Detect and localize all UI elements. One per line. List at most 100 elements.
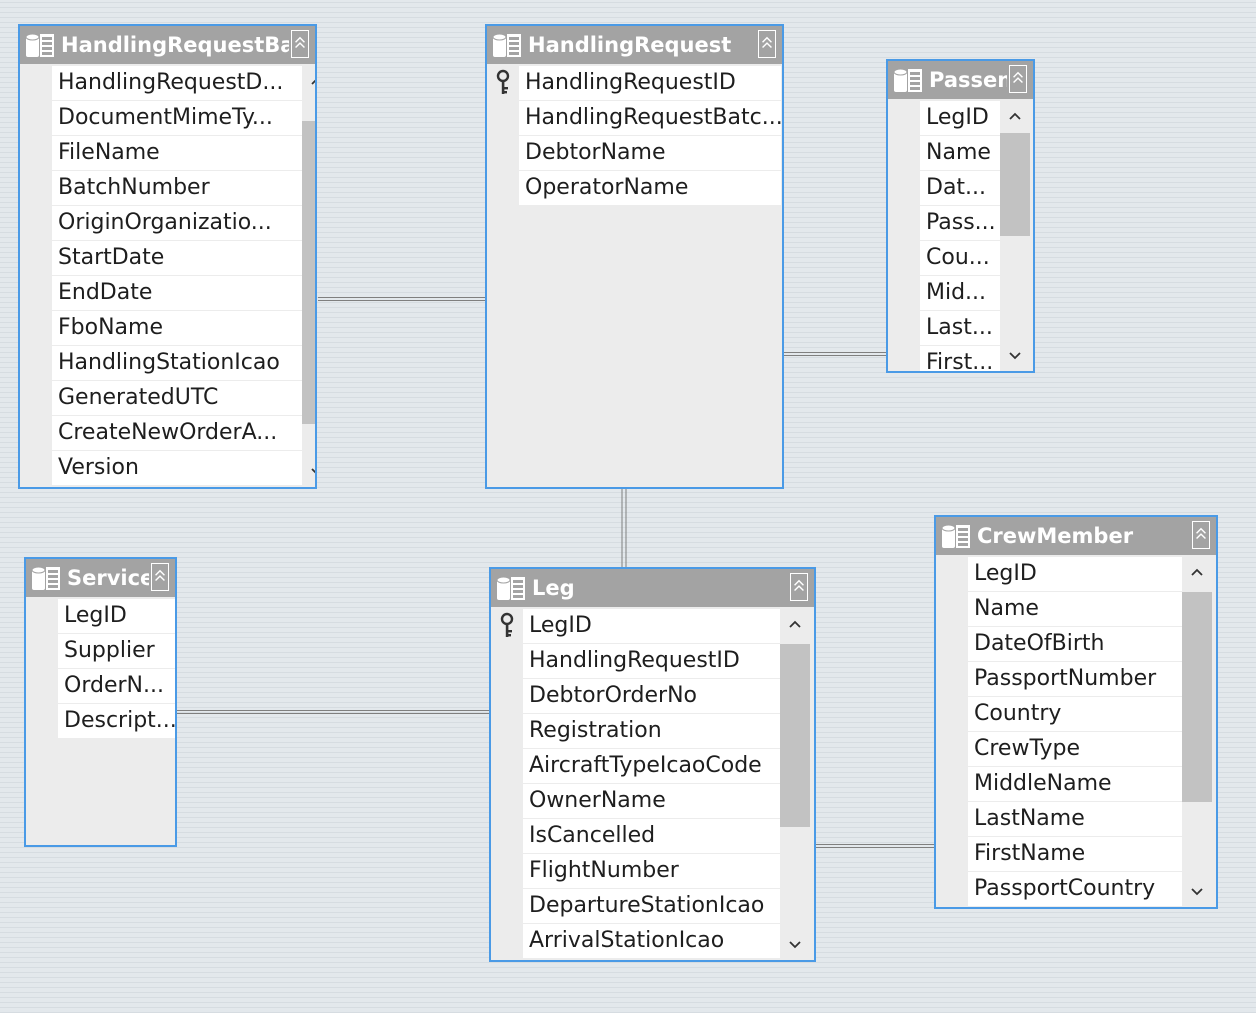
- field-row[interactable]: FirstName: [968, 837, 1182, 871]
- field-row[interactable]: Supplier: [58, 634, 175, 668]
- field-row[interactable]: LegID: [523, 609, 780, 643]
- chevron-down-icon[interactable]: [1182, 877, 1212, 907]
- table-icon: [496, 574, 526, 602]
- field-row[interactable]: DepartureStationIcao: [523, 889, 780, 923]
- relationship-line-leg-crewmember[interactable]: [816, 844, 934, 848]
- field-row[interactable]: First...: [920, 346, 1000, 371]
- field-row[interactable]: Pass...: [920, 206, 1000, 240]
- field-row[interactable]: AircraftTypeIcaoCode: [523, 749, 780, 783]
- field-row[interactable]: Last...: [920, 311, 1000, 345]
- field-row[interactable]: FlightNumber: [523, 854, 780, 888]
- chevron-down-icon[interactable]: [302, 457, 315, 487]
- field-row[interactable]: HandlingRequestID: [523, 644, 780, 678]
- field-row[interactable]: DocumentMimeTy...: [52, 101, 302, 135]
- field-row[interactable]: OriginOrganizatio...: [52, 206, 302, 240]
- chevron-up-icon[interactable]: [1182, 557, 1212, 587]
- field-row[interactable]: DateOfBirth: [968, 627, 1182, 661]
- field-row[interactable]: Name: [920, 136, 1000, 170]
- chevron-down-icon[interactable]: [780, 930, 810, 960]
- field-row[interactable]: Version: [52, 451, 302, 485]
- vertical-scrollbar[interactable]: [1182, 557, 1212, 907]
- primary-key-icon: [495, 69, 511, 97]
- scroll-thumb[interactable]: [1000, 133, 1030, 236]
- collapse-icon[interactable]: [1192, 521, 1210, 549]
- field-row[interactable]: ArrivalStationIcao: [523, 924, 780, 958]
- chevron-up-icon[interactable]: [1000, 101, 1030, 131]
- field-row[interactable]: PassportNumber: [968, 662, 1182, 696]
- collapse-icon[interactable]: [758, 30, 776, 58]
- vertical-scrollbar[interactable]: [1000, 101, 1030, 371]
- field-row[interactable]: OwnerName: [523, 784, 780, 818]
- field-row[interactable]: Name: [968, 592, 1182, 626]
- field-row[interactable]: HandlingRequestBatc...: [519, 101, 781, 135]
- relationship-line-handlingrequestba-handlingrequest[interactable]: [318, 297, 485, 301]
- collapse-icon[interactable]: [151, 563, 169, 591]
- field-row[interactable]: LegID: [920, 101, 1000, 135]
- field-row[interactable]: Mid...: [920, 276, 1000, 310]
- field-row[interactable]: LegID: [968, 557, 1182, 591]
- field-row[interactable]: FboName: [52, 311, 302, 345]
- table-title: HandlingRequest: [528, 33, 732, 57]
- vertical-scrollbar[interactable]: [302, 66, 315, 487]
- collapse-icon[interactable]: [1009, 65, 1027, 93]
- field-row[interactable]: Dat...: [920, 171, 1000, 205]
- field-row[interactable]: FileName: [52, 136, 302, 170]
- field-row[interactable]: DebtorName: [519, 136, 781, 170]
- field-row[interactable]: HandlingRequestD...: [52, 66, 302, 100]
- field-list: HandlingRequestD...DocumentMimeTy...File…: [52, 66, 302, 486]
- field-row[interactable]: Registration: [523, 714, 780, 748]
- field-row[interactable]: LegID: [58, 599, 175, 633]
- field-row[interactable]: Descript...: [58, 704, 175, 738]
- field-row[interactable]: CreateNewOrderA...: [52, 416, 302, 450]
- field-row[interactable]: GeneratedUTC: [52, 381, 302, 415]
- table-header[interactable]: CrewMember: [936, 517, 1216, 555]
- field-row[interactable]: EndDate: [52, 276, 302, 310]
- field-row[interactable]: MiddleName: [968, 767, 1182, 801]
- table-icon: [941, 522, 971, 550]
- table-icon: [893, 66, 923, 94]
- field-row[interactable]: HandlingRequestID: [519, 66, 781, 100]
- field-row[interactable]: DebtorOrderNo: [523, 679, 780, 713]
- vertical-scrollbar[interactable]: [780, 609, 810, 960]
- field-row[interactable]: PassportCountry: [968, 872, 1182, 906]
- table-icon: [25, 31, 55, 59]
- table-header[interactable]: HandlingRequest: [487, 26, 782, 64]
- table-header[interactable]: HandlingRequestBa: [20, 26, 315, 64]
- field-row[interactable]: OperatorName: [519, 171, 781, 205]
- collapse-icon[interactable]: [291, 30, 309, 58]
- table-header[interactable]: Passen: [888, 61, 1033, 99]
- field-row[interactable]: HandlingStationIcao: [52, 346, 302, 380]
- field-row[interactable]: CrewType: [968, 732, 1182, 766]
- field-row[interactable]: StartDate: [52, 241, 302, 275]
- table-icon: [492, 31, 522, 59]
- table-header[interactable]: Service: [26, 559, 175, 597]
- field-row[interactable]: IsCancelled: [523, 819, 780, 853]
- relationship-line-service-leg[interactable]: [177, 710, 489, 714]
- collapse-icon[interactable]: [790, 573, 808, 601]
- table-header[interactable]: Leg: [491, 569, 814, 607]
- field-row[interactable]: BatchNumber: [52, 171, 302, 205]
- field-row[interactable]: LastName: [968, 802, 1182, 836]
- scroll-thumb[interactable]: [1182, 592, 1212, 802]
- relationship-line-handlingrequest-passen[interactable]: [784, 352, 886, 356]
- relationship-line-handlingrequest-leg[interactable]: [621, 489, 627, 567]
- scroll-thumb[interactable]: [780, 644, 810, 827]
- chevron-up-icon[interactable]: [780, 609, 810, 639]
- chevron-down-icon[interactable]: [1000, 341, 1030, 371]
- field-row[interactable]: Country: [968, 697, 1182, 731]
- field-row[interactable]: Cou...: [920, 241, 1000, 275]
- scroll-thumb[interactable]: [302, 120, 315, 424]
- chevron-up-icon[interactable]: [302, 66, 315, 96]
- field-row[interactable]: OrderN...: [58, 669, 175, 703]
- table-title: HandlingRequestBa: [61, 33, 289, 57]
